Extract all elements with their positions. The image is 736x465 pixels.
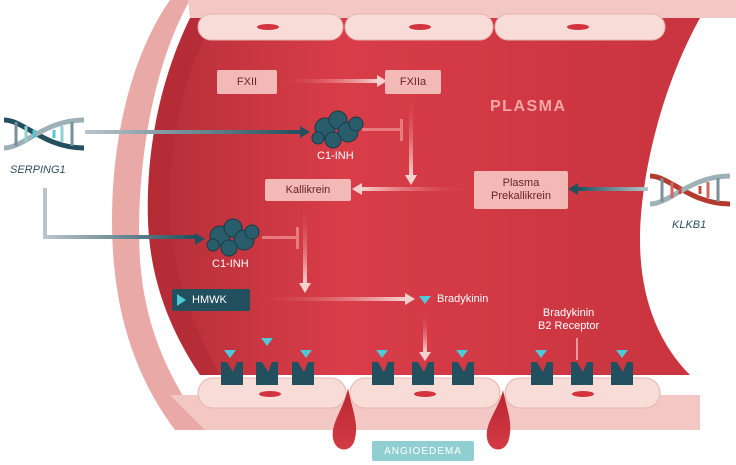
drop-icon [486, 390, 511, 450]
receptor-icon [292, 350, 314, 385]
receptor-icon [256, 338, 278, 385]
protein-icon [206, 218, 260, 257]
receptor-icon [412, 362, 434, 385]
vessel-outer-wall [112, 0, 205, 430]
c1inh-top-label: C1-INH [317, 150, 354, 162]
hmwk-label: HMWK [192, 294, 227, 306]
bradykinin-label: Bradykinin [437, 293, 489, 305]
angioedema-box: ANGIOEDEMA [372, 441, 474, 461]
play-icon [177, 294, 186, 306]
receptor-icon [531, 350, 553, 385]
fxii-box: FXII [217, 70, 277, 94]
serping1-label: SERPING1 [10, 164, 66, 176]
drop-icon [332, 388, 357, 450]
vessel-lumen [147, 18, 700, 375]
hmwk-box: HMWK [172, 289, 250, 311]
plasma-label: PLASMA [490, 98, 567, 115]
fxiia-box: FXIIa [385, 70, 441, 94]
plasma-prekallikrein-box: Plasma Prekallikrein [474, 171, 568, 209]
receptor-icon [611, 350, 633, 385]
receptor-icon [571, 362, 593, 385]
dna-icon [649, 173, 731, 207]
protein-icon [311, 110, 364, 149]
receptor-icon [221, 350, 243, 385]
receptor-label: Bradykinin B2 Receptor [538, 307, 600, 332]
klkb1-label: KLKB1 [672, 219, 707, 231]
c1inh-bottom-label: C1-INH [212, 258, 249, 270]
receptor-icon [452, 350, 474, 385]
dna-icon [3, 117, 85, 151]
kallikrein-box: Kallikrein [265, 179, 351, 201]
receptor-icon [372, 350, 394, 385]
bradykinin-icon [419, 296, 431, 304]
